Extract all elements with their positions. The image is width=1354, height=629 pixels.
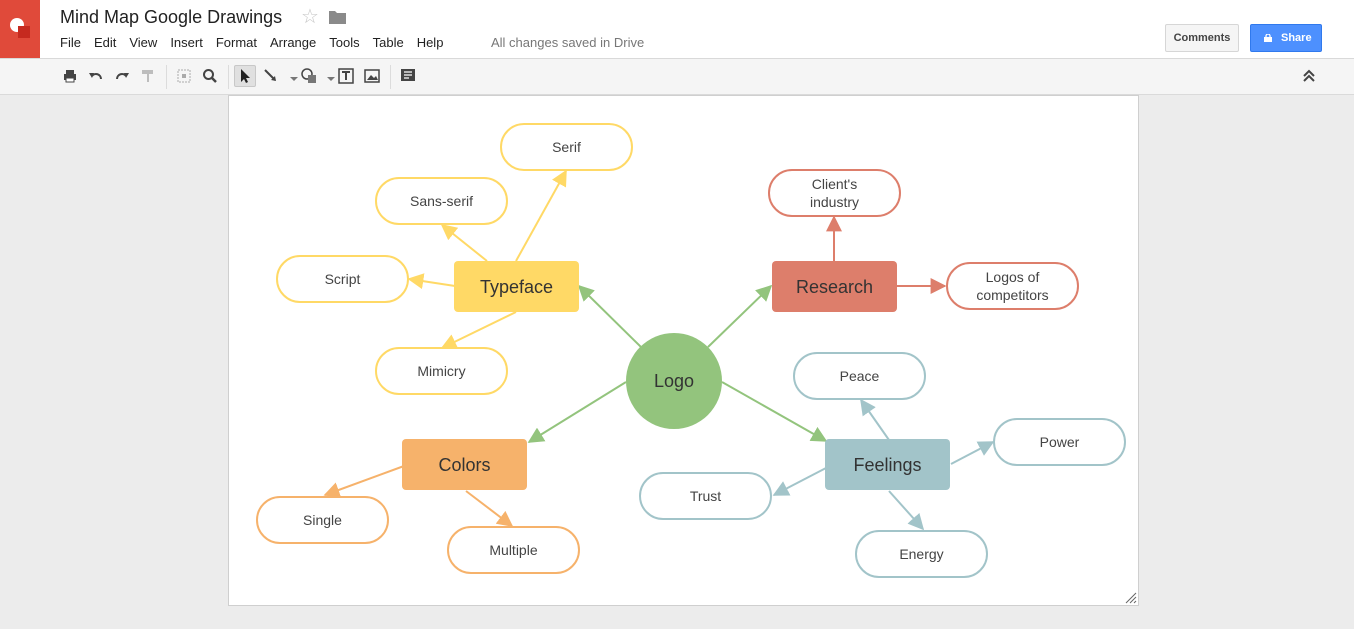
power-node[interactable]: Power: [993, 418, 1126, 466]
image-icon[interactable]: [361, 65, 383, 87]
connector-logo-typeface: [577, 284, 643, 349]
logos-of-competitors-node[interactable]: Logos of competitors: [946, 262, 1079, 310]
menu-view[interactable]: View: [129, 35, 158, 50]
single-node[interactable]: Single: [256, 496, 389, 544]
star-outline-icon[interactable]: ☆: [301, 6, 319, 28]
typeface-node[interactable]: Typeface: [454, 261, 579, 312]
connector-colors-multiple: [465, 490, 514, 527]
menu-table[interactable]: Table: [372, 35, 404, 50]
colors-node[interactable]: Colors: [402, 439, 527, 490]
toolbar-separator: [228, 65, 229, 89]
connectors-layer: [323, 169, 995, 531]
comments-button[interactable]: Comments: [1165, 24, 1239, 52]
connector-feelings-trust: [772, 467, 827, 496]
app-bar: Mind Map Google Drawings ☆ File Edit Vie…: [0, 0, 1354, 59]
feelings-node[interactable]: Feelings: [825, 439, 950, 490]
undo-icon[interactable]: [85, 65, 107, 87]
connector-logo-feelings: [721, 381, 828, 442]
connector-logo-research: [707, 284, 773, 348]
connector-logo-colors: [527, 381, 627, 443]
chevron-down-icon[interactable]: [316, 65, 335, 87]
collapse-icon[interactable]: [1298, 65, 1320, 87]
toolbar-separator: [166, 65, 167, 89]
connector-colors-single: [323, 465, 405, 498]
zoom-icon[interactable]: [199, 65, 221, 87]
resize-handle-icon[interactable]: [1125, 592, 1137, 604]
chevron-down-icon[interactable]: [279, 65, 298, 87]
shape-icon[interactable]: [298, 65, 320, 87]
research-node[interactable]: Research: [772, 261, 897, 312]
peace-node[interactable]: Peace: [793, 352, 926, 400]
menu-file[interactable]: File: [60, 35, 81, 50]
folder-icon[interactable]: [329, 10, 346, 24]
print-icon[interactable]: [59, 65, 81, 87]
toolbar-separator: [390, 65, 391, 89]
menu-help[interactable]: Help: [416, 35, 444, 50]
energy-node[interactable]: Energy: [855, 530, 988, 578]
redo-icon[interactable]: [111, 65, 133, 87]
save-status: All changes saved in Drive: [491, 35, 645, 50]
connector-feelings-power: [950, 441, 995, 465]
share-button[interactable]: Share: [1250, 24, 1322, 52]
connector-typeface-serif: [515, 169, 567, 262]
text-box-icon[interactable]: [335, 65, 357, 87]
menu-format[interactable]: Format: [215, 35, 257, 50]
line-icon[interactable]: [260, 65, 282, 87]
drawings-logo-icon[interactable]: [0, 0, 40, 58]
trust-node[interactable]: Trust: [639, 472, 772, 520]
connector-feelings-energy: [888, 490, 925, 531]
menu-tools[interactable]: Tools: [329, 35, 360, 50]
connector-typeface-script: [407, 273, 456, 290]
mimicry-node[interactable]: Mimicry: [375, 347, 508, 395]
logo-node[interactable]: Logo: [626, 333, 722, 429]
connector-typeface-sans-serif: [440, 224, 488, 262]
lock-icon: [1264, 34, 1272, 42]
menu-arrange[interactable]: Arrange: [270, 35, 317, 50]
connector-typeface-mimicry: [440, 311, 517, 349]
comment-icon[interactable]: [397, 65, 419, 87]
sans-serif-node[interactable]: Sans-serif: [375, 177, 508, 225]
script-node[interactable]: Script: [276, 255, 409, 303]
serif-node[interactable]: Serif: [500, 123, 633, 171]
drawing-canvas[interactable]: Logo Typeface Research Colors Feelings S…: [228, 95, 1139, 606]
paint-format-icon[interactable]: [137, 65, 159, 87]
menu-insert[interactable]: Insert: [170, 35, 203, 50]
multiple-node[interactable]: Multiple: [447, 526, 580, 574]
connector-feelings-peace: [860, 398, 890, 441]
document-title[interactable]: Mind Map Google Drawings: [60, 7, 283, 27]
zoom-fit-icon[interactable]: [173, 65, 195, 87]
share-label: Share: [1281, 32, 1312, 44]
menu-edit[interactable]: Edit: [93, 35, 117, 50]
clients-industry-node[interactable]: Client's industry: [768, 169, 901, 217]
select-arrow-icon[interactable]: [234, 65, 256, 87]
menu-bar: File Edit View Insert Format Arrange Too…: [60, 35, 456, 51]
toolbar: [0, 59, 1354, 95]
